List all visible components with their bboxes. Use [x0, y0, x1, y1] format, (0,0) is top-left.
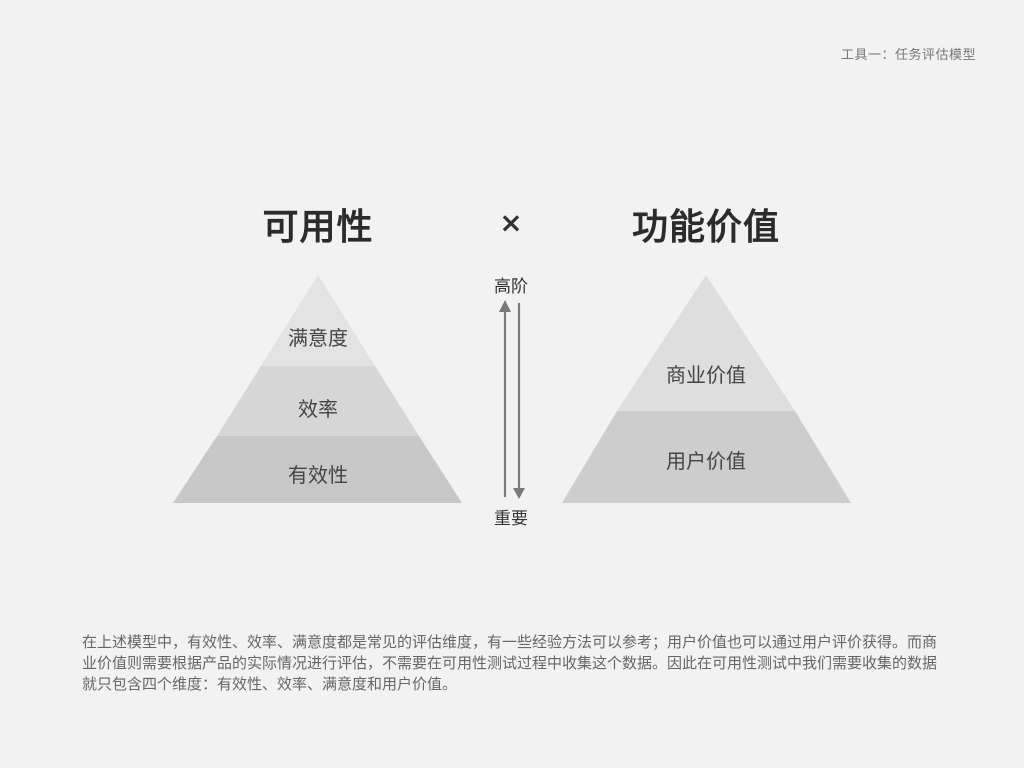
description-paragraph: 在上述模型中，有效性、效率、满意度都是常见的评估维度，有一些经验方法可以参考；用… — [82, 633, 938, 693]
axis-bottom-label: 重要 — [494, 509, 528, 529]
right-layer-label-business-value: 商业价值 — [666, 363, 746, 387]
left-pyramid-layer-effectiveness — [173, 436, 462, 503]
arrow-down-head — [513, 488, 525, 499]
multiply-symbol: × — [499, 206, 523, 239]
left-pyramid-layer-satisfaction — [261, 275, 375, 366]
left-layer-label-efficiency: 效率 — [298, 397, 338, 421]
left-pyramid-layer-efficiency — [217, 366, 419, 436]
right-pyramid-title: 功能价值 — [631, 207, 780, 248]
left-pyramid-title: 可用性 — [262, 207, 374, 248]
left-layer-label-effectiveness: 有效性 — [288, 463, 348, 487]
axis-top-label: 高阶 — [494, 277, 528, 297]
arrow-up-head — [499, 300, 511, 312]
right-layer-label-user-value: 用户价值 — [666, 449, 746, 473]
right-pyramid-layer-business-value — [617, 275, 795, 411]
header-label: 工具一：任务评估模型 — [840, 48, 976, 63]
right-pyramid-layer-user-value — [562, 411, 851, 503]
left-layer-label-satisfaction: 满意度 — [288, 326, 348, 350]
importance-axis — [499, 300, 525, 499]
